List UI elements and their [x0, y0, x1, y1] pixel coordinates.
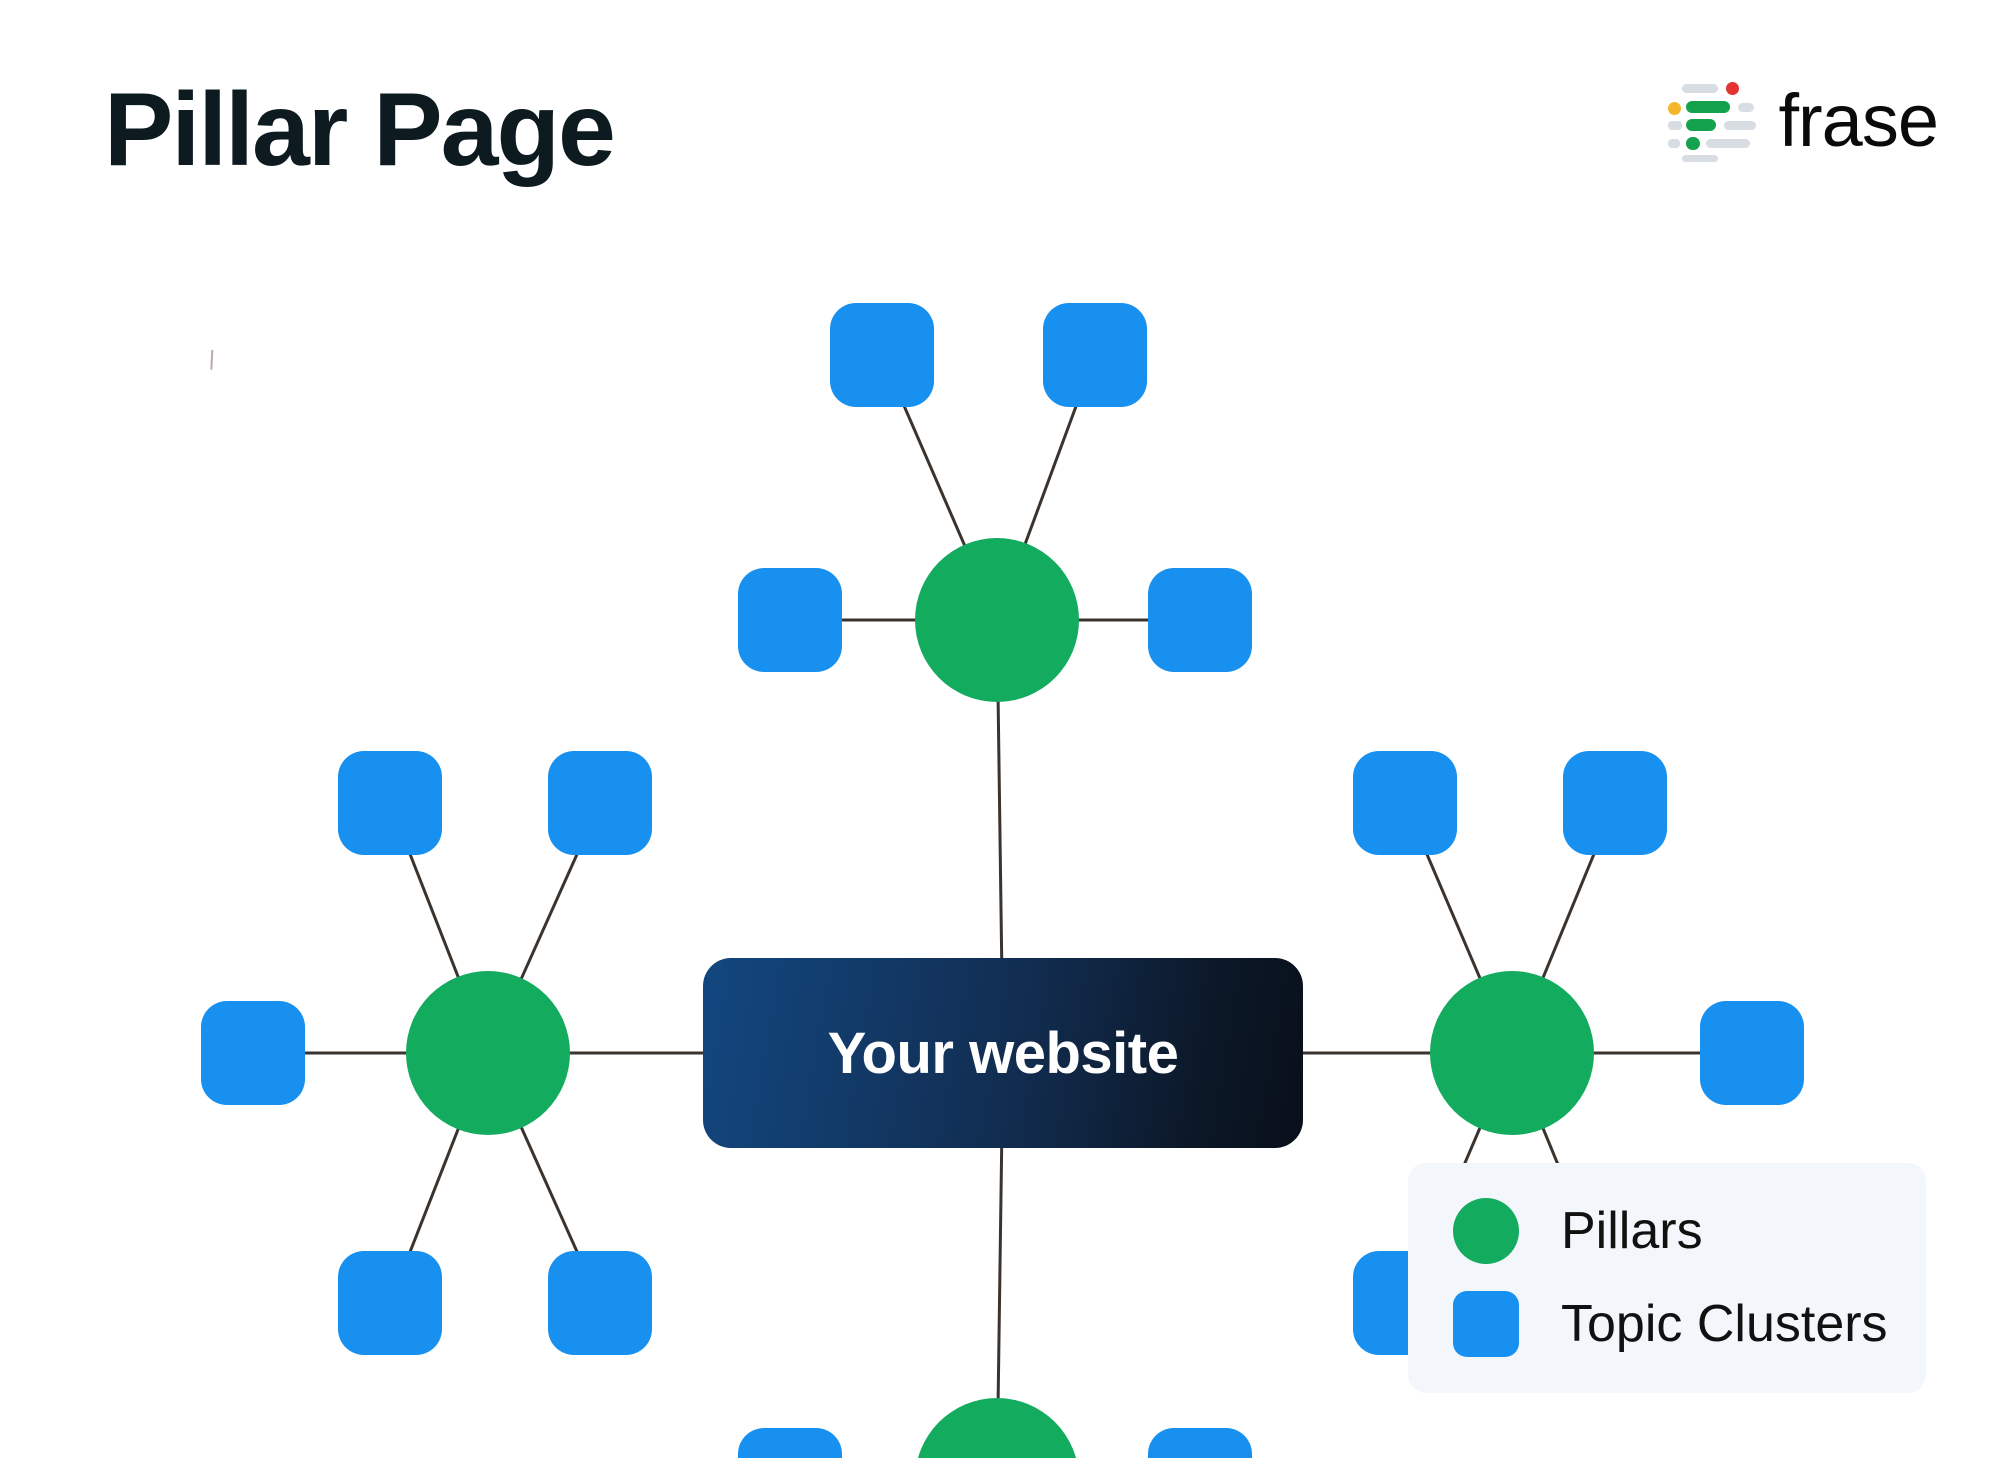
- legend-item-pillars: Pillars: [1453, 1198, 1703, 1264]
- logo-bar-3: [1668, 102, 1682, 115]
- topic-cluster-node[interactable]: [1148, 1428, 1252, 1458]
- page-title: Pillar Page: [104, 72, 616, 188]
- logo-bar-5: [1738, 103, 1755, 112]
- topic-cluster-node[interactable]: [548, 751, 652, 855]
- logo-bar-11: [1706, 139, 1751, 148]
- hub-node-your-website[interactable]: Your website: [703, 958, 1303, 1148]
- topic-cluster-node[interactable]: [1148, 568, 1252, 672]
- pillar-node[interactable]: [1430, 971, 1594, 1135]
- frase-wordmark: frase: [1778, 79, 1939, 162]
- topic-cluster-node[interactable]: [1700, 1001, 1804, 1105]
- topic-cluster-node[interactable]: [738, 568, 842, 672]
- topic-cluster-node[interactable]: [1043, 303, 1147, 407]
- topic-cluster-node[interactable]: [738, 1428, 842, 1458]
- hub-label: Your website: [827, 1020, 1179, 1086]
- frase-logo-mark: [1668, 82, 1760, 162]
- legend-label-pillars: Pillars: [1561, 1202, 1703, 1260]
- logo-bar-4: [1686, 101, 1731, 113]
- topic-cluster-node[interactable]: [201, 1001, 305, 1105]
- frase-logo: frase: [1668, 79, 1939, 162]
- logo-bar-12: [1682, 155, 1719, 162]
- topic-cluster-node[interactable]: [1353, 751, 1457, 855]
- legend-label-topic-clusters: Topic Clusters: [1561, 1295, 1888, 1353]
- legend-panel: Pillars Topic Clusters: [1408, 1163, 1926, 1393]
- topic-cluster-node[interactable]: [338, 1251, 442, 1355]
- legend-item-topic-clusters: Topic Clusters: [1453, 1291, 1888, 1357]
- logo-bar-7: [1686, 119, 1717, 131]
- logo-bar-10: [1686, 137, 1701, 150]
- pillar-node[interactable]: [915, 538, 1079, 702]
- pillar-node[interactable]: [406, 971, 570, 1135]
- logo-bar-6: [1668, 121, 1683, 130]
- logo-bar-8: [1724, 121, 1757, 130]
- legend-swatch-circle-icon: [1453, 1198, 1519, 1264]
- topic-cluster-node[interactable]: [1563, 751, 1667, 855]
- logo-bar-1: [1682, 84, 1719, 93]
- logo-bar-2: [1726, 82, 1740, 95]
- topic-cluster-node[interactable]: [338, 751, 442, 855]
- legend-swatch-square-icon: [1453, 1291, 1519, 1357]
- topic-cluster-node[interactable]: [548, 1251, 652, 1355]
- topic-cluster-node[interactable]: [830, 303, 934, 407]
- logo-bar-9: [1668, 139, 1681, 148]
